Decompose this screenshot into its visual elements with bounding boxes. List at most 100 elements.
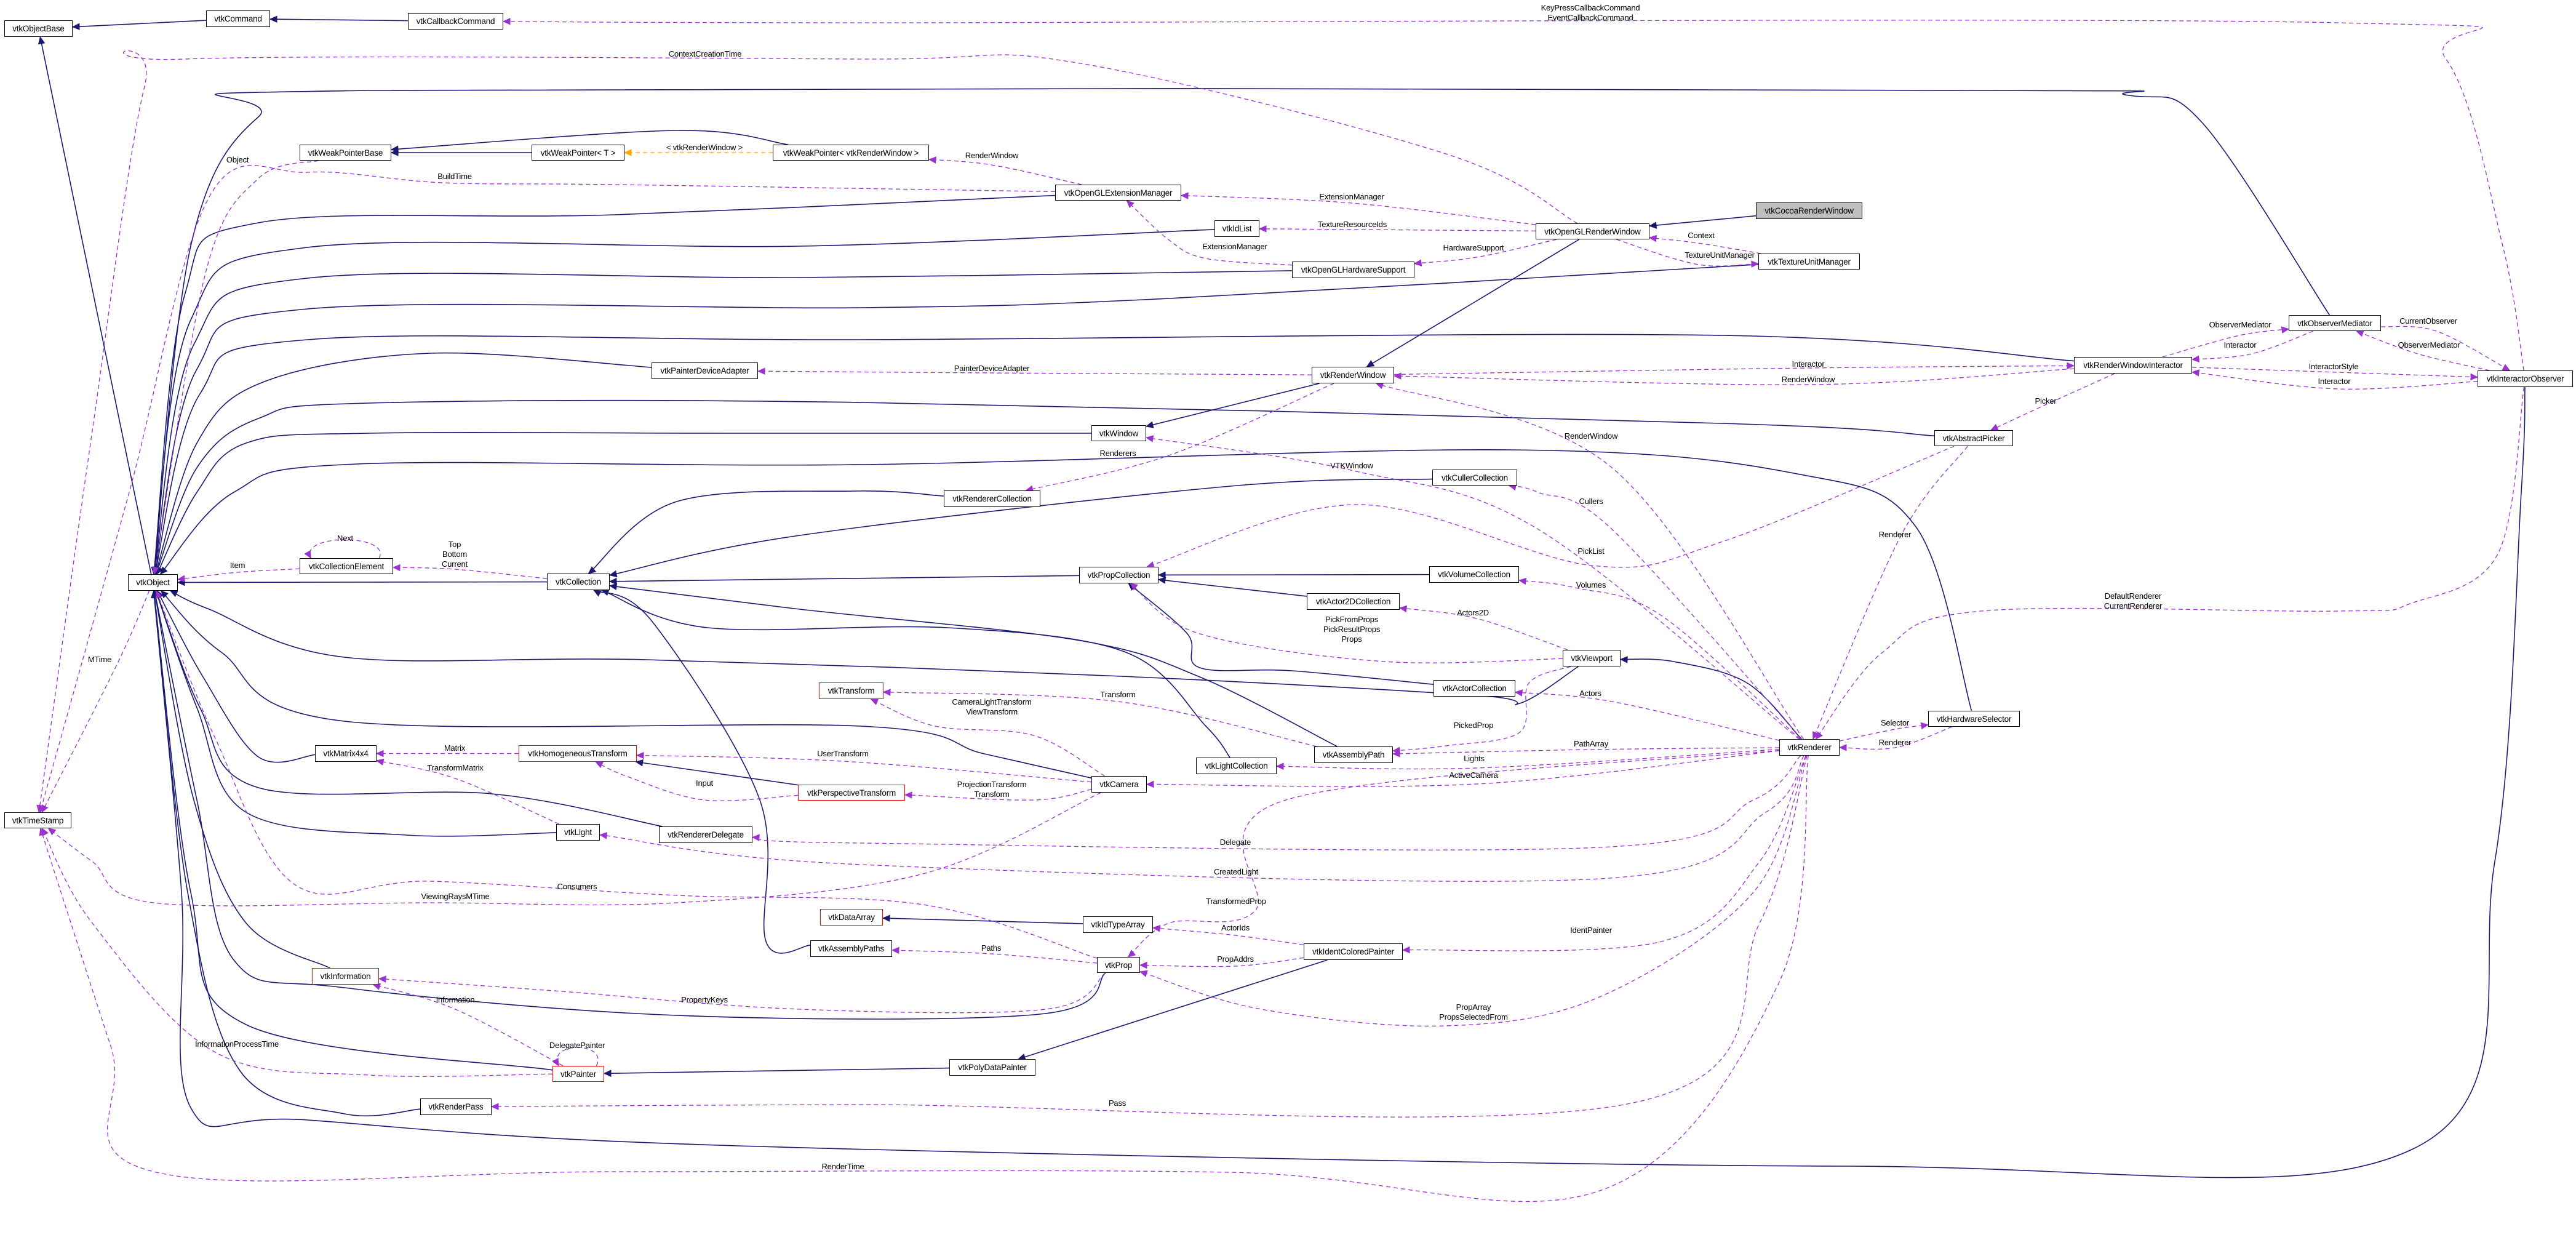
edge-inherit-matrix4x4-to-object [156,590,316,763]
edge-usage-rwi-to-abstractpicker-arrowhead [1990,423,1999,431]
edge-label-line: Paths [981,943,1002,953]
edge-label: ActiveCamera [1449,770,1497,780]
class-node-assemblypath[interactable]: vtkAssemblyPath [1314,746,1393,763]
class-node-om[interactable]: vtkObserverMediator [2289,315,2381,331]
class-node-idtypearray[interactable]: vtkIdTypeArray [1083,916,1153,933]
class-node-cullercollection[interactable]: vtkCullerCollection [1432,470,1517,486]
edge-inherit-renderpass-to-object [153,590,421,1117]
class-node-painter[interactable]: vtkPainter [552,1066,604,1082]
class-node-hwsupport[interactable]: vtkOpenGLHardwareSupport [1292,262,1414,278]
class-node-rendererdelegate[interactable]: vtkRendererDelegate [659,826,752,843]
class-node-collectionelement[interactable]: vtkCollectionElement [300,558,393,574]
edge-label-line: ViewingRaysMTime [421,892,490,901]
edge-inherit-cocoa-to-oglrw-arrowhead [1648,222,1657,229]
class-node-objectbase[interactable]: vtkObjectBase [4,20,73,37]
class-node-renderer[interactable]: vtkRenderer [1779,739,1840,756]
edge-usage-wpbase-to-object [154,160,319,575]
edge-inherit-identcoloredpainter-to-polydatapainter [1018,959,1328,1060]
class-node-collection[interactable]: vtkCollection [547,574,610,590]
class-node-wp_t[interactable]: vtkWeakPointer< T > [532,145,624,161]
edge-label-line: TransformedProp [1206,897,1266,906]
class-node-polydatapainter[interactable]: vtkPolyDataPainter [949,1059,1035,1076]
edge-usage-oglrw-to-idlist [1259,228,1536,231]
class-node-renderercollection[interactable]: vtkRendererCollection [944,490,1040,507]
edge-usage-renderer-to-volumecollection [1518,580,1801,740]
class-node-camera[interactable]: vtkCamera [1091,776,1147,793]
edge-inherit-oglextmgr-to-object [153,194,1056,575]
class-node-matrix4x4[interactable]: vtkMatrix4x4 [315,745,377,762]
edge-inherit-rw-to-window-arrowhead [1145,421,1154,428]
edge-usage-io-to-callbackcommand [503,20,2524,371]
class-node-cocoa[interactable]: vtkCocoaRenderWindow [1756,202,1862,219]
class-node-propcollection[interactable]: vtkPropCollection [1079,567,1158,583]
edge-template-wp_rw-to-wp_t-arrowhead [623,149,632,156]
edge-label: Actors2D [1457,608,1489,618]
edge-label-line: CurrentObserver [2399,316,2457,326]
class-node-homogeneoustransform[interactable]: vtkHomogeneousTransform [519,745,637,762]
edge-label-line: TransformMatrix [427,763,484,772]
edge-usage-om-to-io [2380,326,2510,371]
class-node-tum[interactable]: vtkTextureUnitManager [1758,254,1860,270]
edge-usage-renderer-to-renderpass-arrowhead [490,1103,499,1110]
edge-inherit-rendererdelegate-to-object [155,590,663,827]
edge-label-line: ViewTransform [965,707,1018,716]
edge-usage-collection-to-collectionelement [393,567,548,579]
edge-usage-oglrw-to-oglextmgr [1181,194,1536,225]
class-node-pda[interactable]: vtkPainterDeviceAdapter [652,362,758,379]
edge-label: Picker [2035,396,2057,406]
class-node-oglextmgr[interactable]: vtkOpenGLExtensionManager [1055,185,1181,201]
class-node-prop[interactable]: vtkProp [1097,957,1140,973]
class-node-lightcollection[interactable]: vtkLightCollection [1196,758,1277,774]
class-node-wpbase[interactable]: vtkWeakPointerBase [300,145,391,161]
class-node-io[interactable]: vtkInteractorObserver [2478,370,2573,387]
class-node-perspectivetransform[interactable]: vtkPerspectiveTransform [798,785,905,801]
class-node-hardwareselector[interactable]: vtkHardwareSelector [1928,711,2020,727]
class-node-rw[interactable]: vtkRenderWindow [1312,367,1394,383]
edge-usage-hardwareselector-to-renderer-arrowhead [1838,743,1847,751]
class-node-callbackcommand[interactable]: vtkCallbackCommand [408,13,503,30]
edge-label-line: ObserverMediator [2398,340,2460,350]
edge-inherit-lightcollection-to-collection [601,590,1230,758]
edge-usage-prop-to-object-arrowhead [155,590,162,599]
class-node-viewport[interactable]: vtkViewport [1563,650,1621,666]
edge-usage-renderer-to-identcoloredpainter-arrowhead [1402,946,1410,954]
edge-inherit-hardwareselector-to-object [160,449,1972,711]
edge-inherit-propcollection-to-collection [609,575,1080,582]
edge-inherit-om-to-object [153,87,2331,575]
edge-label-line: Matrix [444,743,466,753]
edge-label-line: CurrentRenderer [2103,601,2163,610]
class-node-volumecollection[interactable]: vtkVolumeCollection [1429,566,1519,583]
class-node-actor2dcollection[interactable]: vtkActor2DCollection [1307,593,1400,610]
class-node-abstractpicker[interactable]: vtkAbstractPicker [1934,430,2013,446]
class-node-command[interactable]: vtkCommand [206,10,270,27]
edge-inherit-hwsupport-to-object [154,270,1293,575]
edge-usage-io-to-renderer [1815,386,2525,740]
edge-label-line: Next [337,534,353,543]
class-node-renderpass[interactable]: vtkRenderPass [420,1098,492,1115]
edge-usage-renderer-to-hardwareselector [1839,724,1929,742]
edge-inherit-viewport-to-object-arrowhead [169,590,178,598]
class-node-rwi[interactable]: vtkRenderWindowInteractor [2074,357,2192,374]
edge-usage-camera-to-timestamp [48,792,1101,906]
class-node-idlist[interactable]: vtkIdList [1214,220,1259,237]
class-node-information[interactable]: vtkInformation [312,968,379,985]
class-node-assemblypaths[interactable]: vtkAssemblyPaths [810,940,892,957]
edge-usage-oglextmgr-to-timestamp [39,165,1056,813]
edge-label-line: RenderWindow [1564,431,1618,441]
class-node-wp_rw[interactable]: vtkWeakPointer< vtkRenderWindow > [773,145,929,161]
class-node-transform[interactable]: vtkTransform [819,682,883,699]
edge-label-line: Renderers [1099,449,1136,458]
edge-label: ViewingRaysMTime [421,892,490,902]
class-node-dataarray[interactable]: vtkDataArray [820,909,883,926]
class-node-timestamp[interactable]: vtkTimeStamp [4,812,71,828]
class-node-identcoloredpainter[interactable]: vtkIdentColoredPainter [1304,943,1403,960]
edge-usage-wpbase-to-object-arrowhead [152,566,159,575]
edge-label-line: ProjectionTransform [957,780,1027,789]
class-node-oglrw[interactable]: vtkOpenGLRenderWindow [1536,223,1649,239]
class-node-light[interactable]: vtkLight [556,824,600,841]
edge-label-line: ExtensionManager [1319,192,1384,201]
class-node-actorcollection[interactable]: vtkActorCollection [1434,680,1515,697]
edge-label: ExtensionManager [1202,242,1267,252]
class-node-object[interactable]: vtkObject [128,574,178,591]
class-node-window[interactable]: vtkWindow [1091,425,1146,441]
